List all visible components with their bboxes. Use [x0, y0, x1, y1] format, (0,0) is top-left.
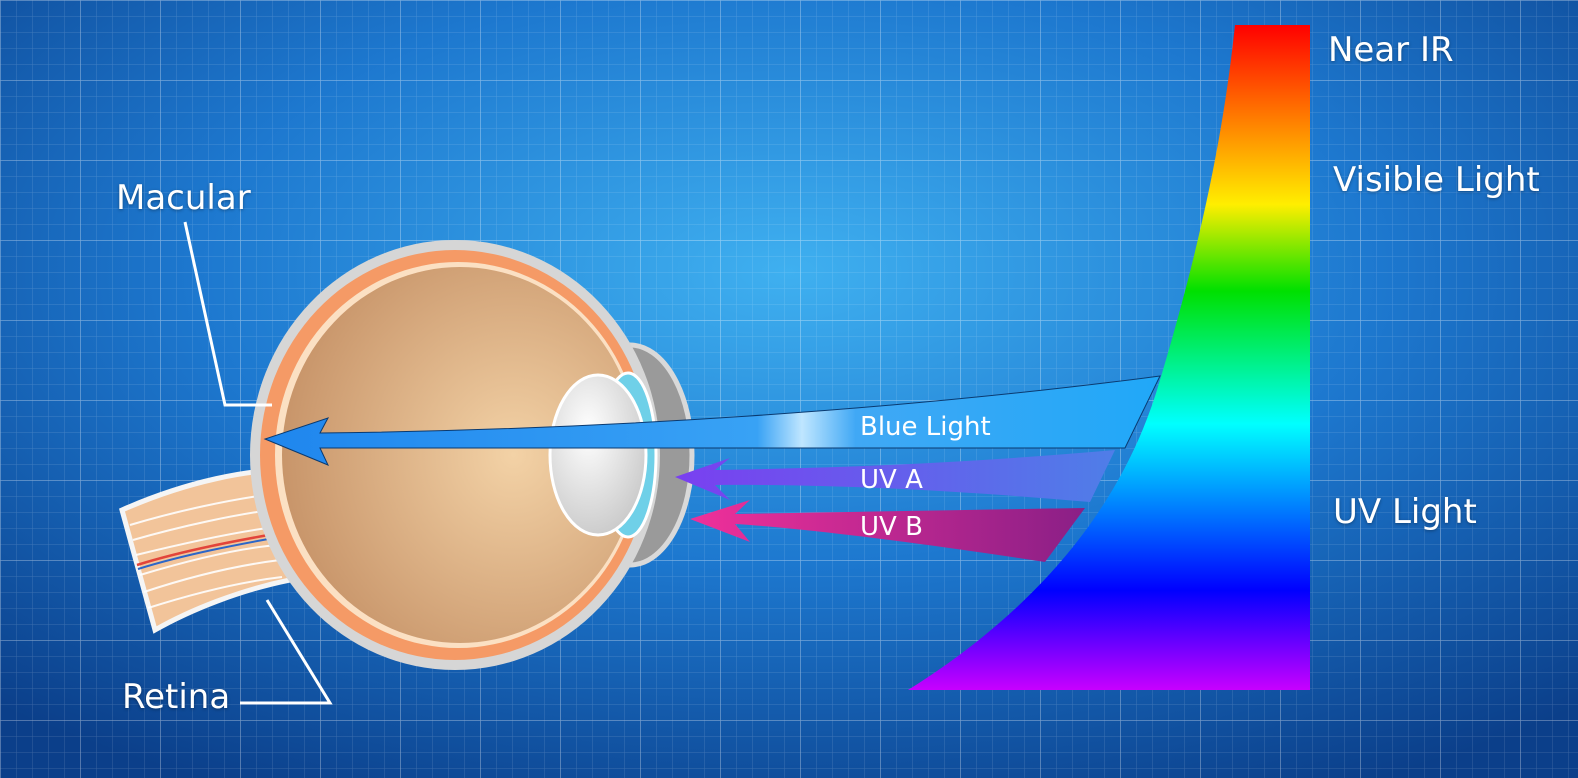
label-visible-light: Visible Light [1333, 160, 1540, 200]
lens [548, 373, 648, 537]
label-uv-a: UV A [860, 465, 923, 495]
spectrum-shape [908, 25, 1310, 690]
macular-leader-line [183, 221, 272, 407]
uv-a-arrow [675, 450, 1115, 502]
blue-light-arrow [263, 375, 1161, 466]
label-uv-b: UV B [860, 512, 923, 542]
label-near-ir: Near IR [1328, 30, 1454, 70]
eyeball-interior [282, 267, 638, 643]
label-retina: Retina [122, 677, 231, 717]
retina-leader-line [240, 599, 333, 705]
uv-b-arrow [690, 500, 1085, 562]
label-uv-light: UV Light [1333, 492, 1477, 532]
label-macular: Macular [116, 178, 251, 218]
label-blue-light: Blue Light [860, 412, 991, 442]
